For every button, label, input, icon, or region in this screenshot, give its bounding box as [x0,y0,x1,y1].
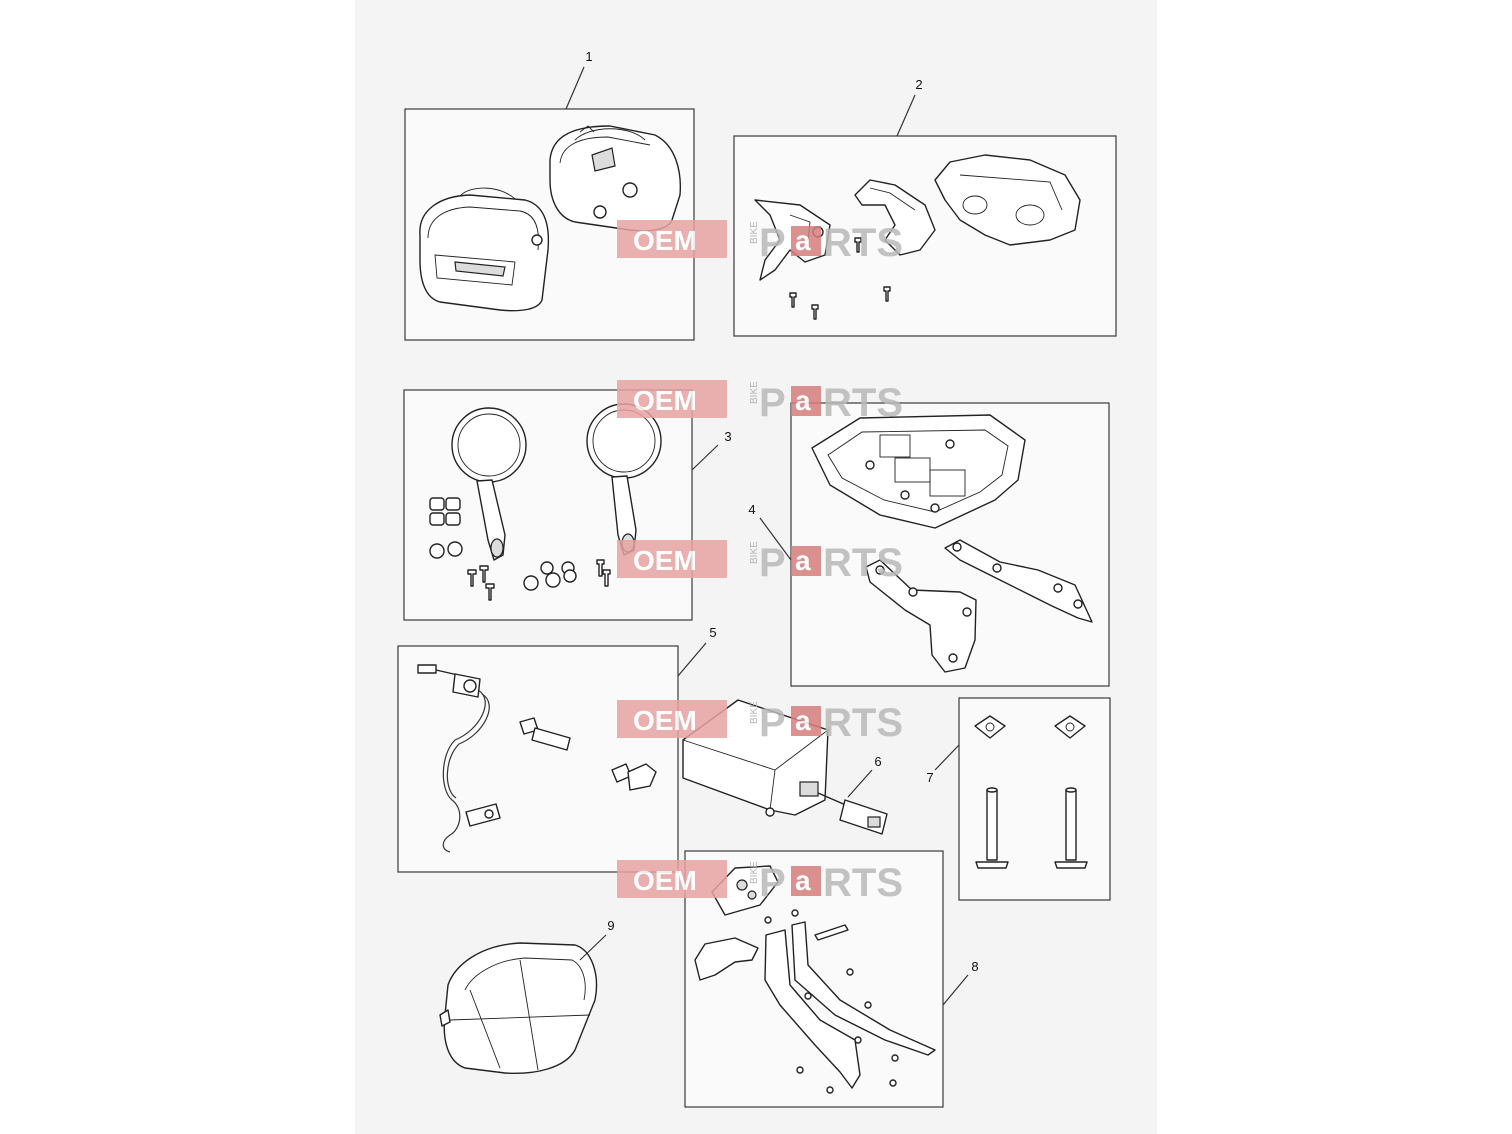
svg-text:P: P [759,381,786,425]
mirror-clamps [429,497,463,559]
svg-text:a: a [795,225,811,256]
wiring-harness [417,664,501,853]
mirror-right [586,403,662,556]
callout-3: 3 [724,429,731,444]
svg-text:RTS: RTS [823,541,903,585]
mirror-fixings [467,559,611,601]
svg-text:a: a [795,385,811,416]
svg-text:BIKE: BIKE [749,381,760,404]
svg-text:RTS: RTS [823,701,903,745]
svg-text:P: P [759,861,786,905]
lock-cover [934,154,1081,246]
svg-text:P: P [759,701,786,745]
svg-text:a: a [795,865,811,896]
watermark: OEM BIKE P a RTS [617,700,903,745]
svg-text:OEM: OEM [633,865,697,896]
svg-text:BIKE: BIKE [749,861,760,884]
svg-text:RTS: RTS [823,861,903,905]
leader-6 [847,769,873,798]
leader-4 [759,517,792,561]
rack-bracket-right [944,539,1093,623]
side-bracket [694,937,759,981]
svg-text:BIKE: BIKE [749,701,760,724]
svg-text:a: a [795,545,811,576]
svg-text:BIKE: BIKE [749,541,760,564]
svg-text:BIKE: BIKE [749,221,760,244]
svg-text:OEM: OEM [633,225,697,256]
callout-4: 4 [748,502,755,517]
leader-8 [942,974,969,1006]
panel-1-panniers[interactable]: 1 [404,49,695,341]
callout-6: 6 [874,754,881,769]
callout-2: 2 [915,77,922,92]
item-9-backrest-pad[interactable]: 9 [439,918,615,1075]
panel-3-mirrors[interactable]: 3 [403,389,732,621]
callout-1: 1 [585,49,592,64]
leader-2 [896,94,916,137]
watermark: OEM BIKE P a RTS [617,220,903,265]
panel-2-pannier-mounts[interactable]: 2 [733,77,1117,337]
panel-4-luggage-rack[interactable]: 4 [748,402,1110,687]
harness-connector-b [611,763,657,791]
square-nuts [974,715,1086,739]
svg-text:P: P [759,541,786,585]
panel-7-pins[interactable]: 7 [926,697,1111,901]
harness-connector-a [519,717,571,751]
support-arms [764,921,936,1089]
mount-bracket-middle [854,179,936,256]
svg-text:RTS: RTS [823,381,903,425]
rack-bracket-left [865,559,977,673]
rack-plate [811,414,1026,529]
svg-text:OEM: OEM [633,545,697,576]
callout-9: 9 [607,918,614,933]
pannier-left [419,187,550,312]
svg-text:OEM: OEM [633,385,697,416]
leader-9 [579,934,607,961]
panel-5-harness[interactable]: 5 [397,625,717,873]
mount-screws-2 [789,237,891,320]
watermark: OEM BIKE P a RTS [617,860,903,905]
locating-pins [975,787,1088,869]
callout-7: 7 [926,770,933,785]
svg-text:OEM: OEM [633,705,697,736]
mirror-left [451,407,527,561]
leader-1 [565,66,585,110]
pannier-right [549,125,682,232]
backrest-plate [711,865,779,916]
leader-5 [677,642,707,677]
leader-7 [934,744,960,771]
svg-text:P: P [759,221,786,265]
watermark: OEM BIKE P a RTS [617,540,903,585]
svg-text:a: a [795,705,811,736]
watermark: OEM BIKE P a RTS [617,380,903,425]
callout-5: 5 [709,625,716,640]
svg-text:RTS: RTS [823,221,903,265]
leader-3 [691,444,719,471]
callout-8: 8 [971,959,978,974]
mount-fasteners-8 [764,909,899,1094]
